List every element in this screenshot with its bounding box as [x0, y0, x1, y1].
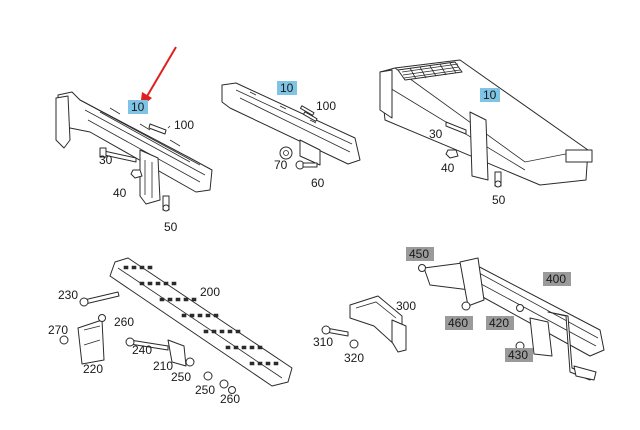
label-tread-210: 210 [153, 359, 173, 373]
label-tread-240: 240 [132, 343, 152, 357]
grip-pattern [401, 62, 461, 80]
label-step2-70: 70 [274, 158, 288, 172]
bracket-assembly[interactable] [321, 295, 407, 353]
label-step3-30: 30 [429, 127, 443, 141]
label-assy-400: 400 [546, 272, 566, 286]
tread-holes [123, 265, 279, 366]
label-step3-10: 10 [483, 88, 497, 102]
label-step2-100: 100 [316, 99, 336, 113]
label-tread-250a: 250 [171, 370, 191, 384]
label-step2-60: 60 [311, 176, 325, 190]
label-tread-260b: 260 [220, 392, 240, 406]
callout-assy-450[interactable]: 450 [406, 247, 434, 261]
step-assembly-2[interactable] [221, 82, 361, 170]
label-bracket-320: 320 [344, 351, 364, 365]
label-step1-100: 100 [174, 118, 194, 132]
label-tread-270: 270 [48, 323, 68, 337]
label-tread-260a: 260 [114, 315, 134, 329]
label-step2-10: 10 [280, 81, 294, 95]
label-bracket-310: 310 [313, 335, 333, 349]
label-step1-30: 30 [99, 153, 113, 167]
label-bracket-300: 300 [396, 299, 416, 313]
label-step1-10: 10 [131, 100, 145, 114]
platform-assembly[interactable] [379, 59, 593, 188]
callout-step2-10[interactable]: 10 [277, 81, 297, 95]
callout-step1-10[interactable]: 10 [128, 100, 148, 114]
callout-assy-400[interactable]: 400 [543, 272, 571, 286]
label-step3-50: 50 [492, 193, 506, 207]
callout-step3-10[interactable]: 10 [480, 88, 500, 102]
label-tread-220: 220 [83, 362, 103, 376]
label-step1-40: 40 [113, 186, 127, 200]
label-assy-460: 460 [448, 316, 468, 330]
label-tread-250b: 250 [195, 383, 215, 397]
label-step1-50: 50 [164, 220, 178, 234]
step-assembly-3[interactable] [418, 257, 605, 381]
step-assembly-1[interactable] [55, 91, 213, 212]
label-tread-200: 200 [200, 285, 220, 299]
label-assy-430: 430 [508, 348, 528, 362]
label-tread-230: 230 [58, 288, 78, 302]
label-assy-420: 420 [489, 316, 509, 330]
callout-assy-460[interactable]: 460 [445, 316, 473, 330]
callout-assy-430[interactable]: 430 [505, 348, 533, 362]
label-step3-40: 40 [441, 161, 455, 175]
tread-plate-assembly[interactable] [59, 257, 293, 394]
pointer-arrow [140, 46, 177, 108]
callout-assy-420[interactable]: 420 [486, 316, 514, 330]
label-assy-450: 450 [409, 247, 429, 261]
